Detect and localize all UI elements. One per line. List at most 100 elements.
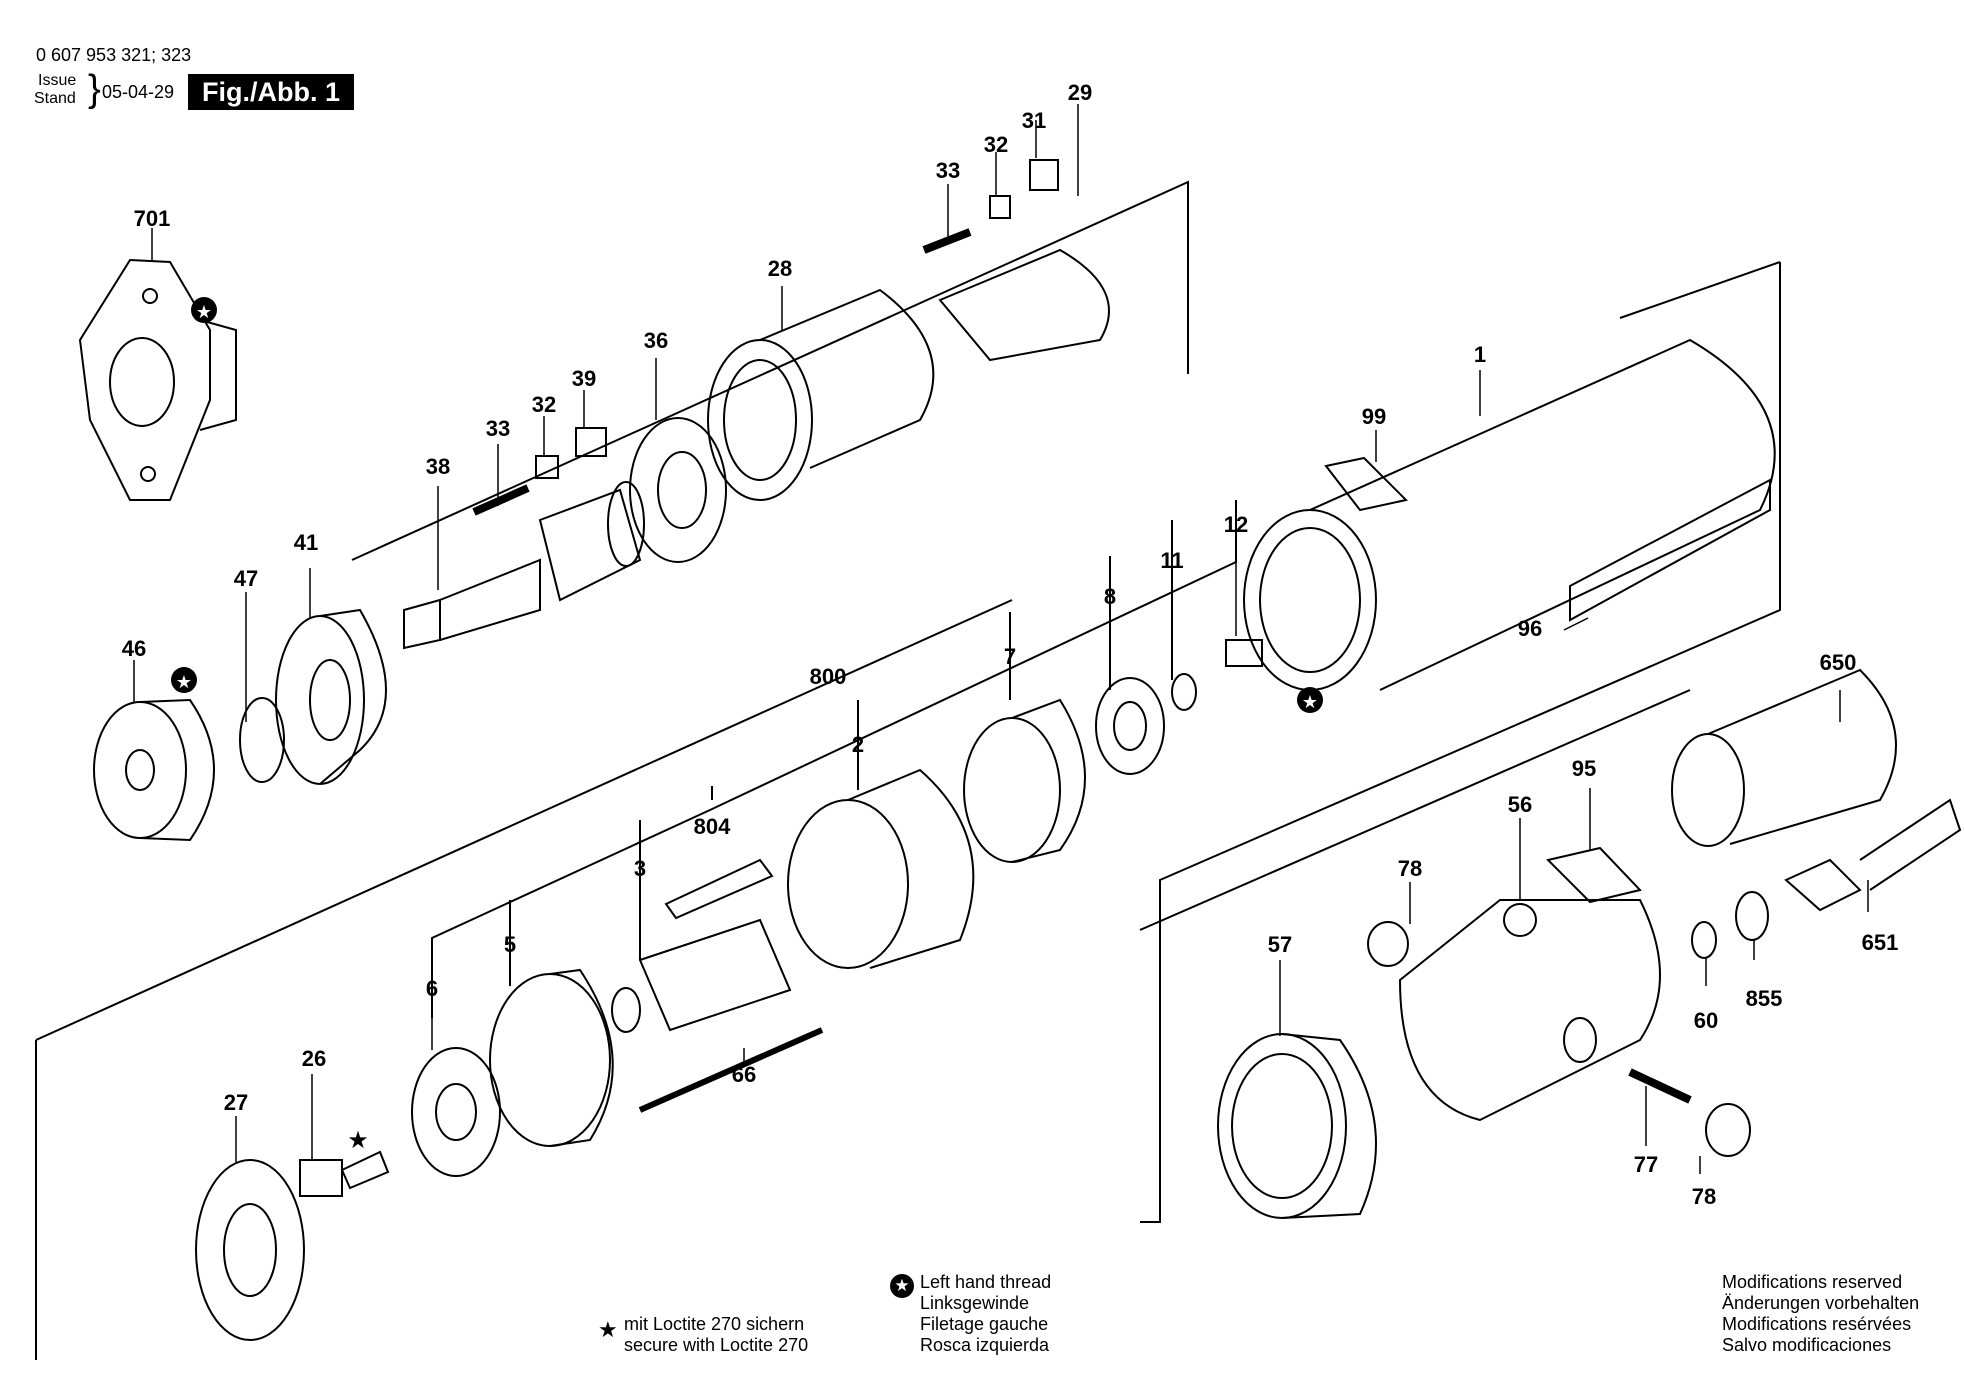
part-label-32b: 32 (984, 132, 1008, 157)
modifications-legend: Modifications reserved Änderungen vorbeh… (1722, 1272, 1919, 1356)
oring-855 (1735, 891, 1769, 941)
carrier-29 (938, 248, 1110, 362)
pinion-26 (299, 1159, 343, 1197)
flange-701-bore (109, 337, 175, 427)
thread-fr: Filetage gauche (920, 1314, 1049, 1334)
part-label-8: 8 (1104, 584, 1116, 609)
part-label-11: 11 (1160, 548, 1183, 573)
pin-77 (1628, 1068, 1692, 1104)
shaft-38 (403, 598, 441, 650)
issue-label: Issue (38, 72, 77, 89)
part-label-12: 12 (1224, 512, 1248, 537)
part-label-66: 66 (732, 1062, 756, 1087)
lower-assembly-frame (35, 599, 1013, 1041)
fitting-frame (1139, 689, 1691, 931)
cylinder-2 (787, 799, 909, 969)
part-label-1: 1 (1474, 342, 1486, 367)
endcap-46 (93, 701, 187, 839)
bearing-8 (1095, 677, 1165, 775)
gear-39 (575, 427, 607, 457)
part-label-31: 31 (1022, 108, 1046, 133)
circlip-47 (239, 697, 285, 783)
issue-date: 05-04-29 (102, 82, 175, 102)
part-label-78b: 78 (1692, 1184, 1716, 1209)
bearing-36 (629, 417, 727, 563)
svg-text:★: ★ (1302, 692, 1318, 713)
plug-78b (1705, 1103, 1751, 1157)
strip-96 (1569, 478, 1771, 622)
mod-es: Salvo modificaciones (1722, 1335, 1892, 1355)
part-label-28: 28 (768, 256, 792, 281)
part-label-96: 96 (1518, 616, 1542, 641)
left-hand-thread-icon: ★ (890, 1274, 914, 1298)
left-hand-thread-icon: ★ (1297, 687, 1323, 713)
washer-27 (195, 1159, 305, 1341)
part-label-99: 99 (1362, 404, 1386, 429)
left-hand-thread-icon: ★ (171, 667, 197, 693)
pinion-32a (535, 455, 559, 479)
part-label-39: 39 (572, 366, 596, 391)
part-label-56: 56 (1508, 792, 1532, 817)
flange-701 (78, 258, 211, 501)
left-hand-thread-icon: ★ (191, 297, 217, 323)
loctite-de: mit Loctite 270 sichern (624, 1314, 805, 1334)
bracket-800 (431, 500, 1237, 1018)
part-label-33a: 33 (486, 416, 510, 441)
thread-en: Left hand thread (920, 1272, 1052, 1292)
part-label-41: 41 (294, 530, 318, 555)
thread-es: Rosca izquierda (920, 1335, 1050, 1355)
label-99 (1324, 456, 1409, 512)
loctite-star-icon: ★ (598, 1318, 618, 1343)
silencer-650 (1671, 733, 1745, 847)
part-label-95: 95 (1572, 756, 1596, 781)
screw-12 (1225, 639, 1263, 667)
part-label-800: 800 (810, 664, 847, 689)
plug-78a (1367, 921, 1409, 967)
part-label-7: 7 (1004, 644, 1016, 669)
housing-1 (1243, 509, 1377, 691)
thread-legend: Left hand thread Linksgewinde Filetage g… (920, 1272, 1051, 1356)
endplate-7 (963, 717, 1061, 863)
filter-60 (1691, 921, 1717, 959)
pin-66 (638, 1027, 824, 1113)
part-label-60: 60 (1694, 1008, 1718, 1033)
housing-frame-top (1619, 261, 1781, 319)
part-label-804: 804 (694, 814, 731, 839)
label-95 (1546, 846, 1642, 904)
part-label-651: 651 (1862, 930, 1899, 955)
part-label-78a: 78 (1398, 856, 1422, 881)
gear-31 (1029, 159, 1059, 191)
part-label-2: 2 (852, 732, 864, 757)
mod-fr: Modifications resérvées (1722, 1314, 1912, 1334)
housing-frame (1140, 262, 1781, 1223)
pin-33a (472, 484, 530, 516)
svg-text:★: ★ (176, 672, 192, 693)
part-label-855: 855 (1746, 986, 1783, 1011)
endplate-5 (489, 973, 611, 1147)
part-label-650: 650 (1820, 650, 1857, 675)
part-label-29: 29 (1068, 80, 1092, 105)
part-label-32a: 32 (532, 392, 556, 417)
part-label-6: 6 (426, 976, 438, 1001)
part-label-57: 57 (1268, 932, 1292, 957)
fitting-651 (1784, 858, 1862, 912)
part-label-5: 5 (504, 932, 516, 957)
mod-de: Änderungen vorbehalten (1722, 1293, 1920, 1313)
brace: } (88, 68, 101, 110)
loctite-legend: mit Loctite 270 sichern secure with Loct… (624, 1314, 808, 1356)
mod-en: Modifications reserved (1722, 1272, 1903, 1292)
part-label-701: 701 (134, 206, 171, 231)
part-label-33b: 33 (936, 158, 960, 183)
svg-text:★: ★ (196, 302, 212, 323)
part-label-77: 77 (1634, 1152, 1658, 1177)
part-numbers: 0 607 953 321; 323 (36, 45, 192, 65)
part-label-47: 47 (234, 566, 258, 591)
part-label-27: 27 (224, 1090, 248, 1115)
thread-de: Linksgewinde (920, 1293, 1030, 1313)
pinion-32b (989, 195, 1011, 219)
part-label-38: 38 (426, 454, 450, 479)
pin-33b (922, 228, 972, 254)
stand-label: Stand (34, 90, 76, 107)
loctite-en: secure with Loctite 270 (624, 1335, 809, 1355)
